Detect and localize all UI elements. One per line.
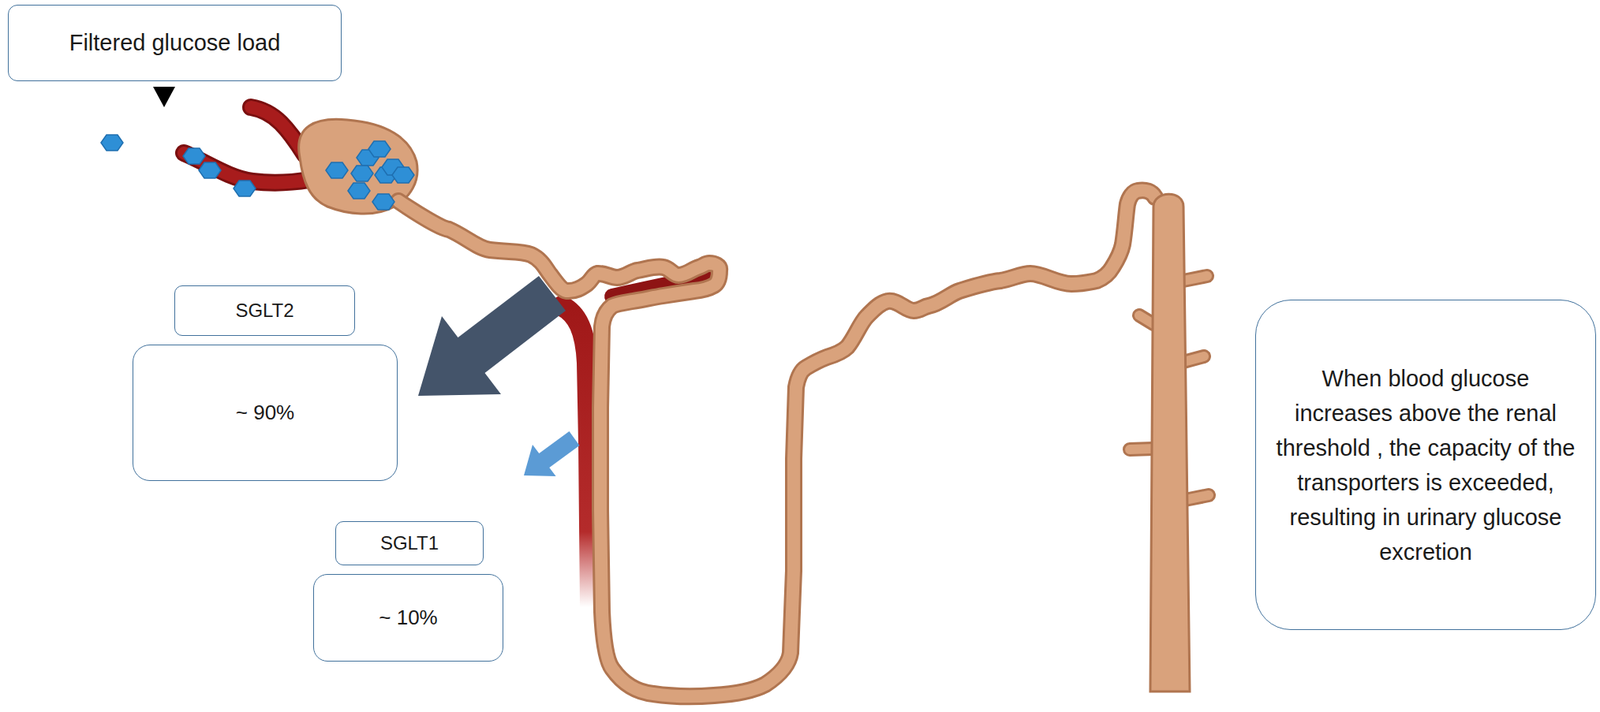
percentage-box: ~ 10% [313,574,504,662]
glucose-hexagon [368,141,391,158]
glucose-hexagon [351,165,374,182]
glucose-hexagon [392,167,415,184]
box-text: Filtered glucose load [69,29,281,57]
collecting-duct [1129,194,1209,692]
transporter-label: SGLT2 [174,285,356,337]
tubule-outline [398,190,1156,697]
box-text: SGLT2 [235,299,294,323]
glucose-hexagon [100,134,124,151]
box-text: When blood glucose increases above the r… [1270,361,1582,570]
peritubular-capillary [561,306,591,608]
tubule-body [398,190,1156,697]
glucose-hexagon [233,180,256,197]
source-box: Filtered glucose load [7,4,342,82]
efferent-arteriole [250,107,305,155]
box-text: ~ 10% [378,605,438,631]
pointer-triangle [153,86,176,108]
glucose-molecules [100,134,415,210]
glucose-hexagon [372,194,395,210]
glucose-hexagon [347,183,371,199]
transporter-label: SGLT1 [335,521,484,566]
note-box: When blood glucose increases above the r… [1255,299,1597,631]
percentage-box: ~ 90% [132,344,398,482]
box-text: ~ 90% [235,400,295,426]
sglt1-arrow [523,431,580,477]
box-text: SGLT1 [380,532,439,556]
sglt2-arrow [418,276,566,397]
glucose-hexagon [198,162,221,179]
glucose-hexagon [183,148,206,165]
duct-body [1150,194,1190,692]
glucose-hexagon [325,162,348,179]
renal-tubule [398,190,1156,697]
efferent-arteriole [250,107,305,155]
